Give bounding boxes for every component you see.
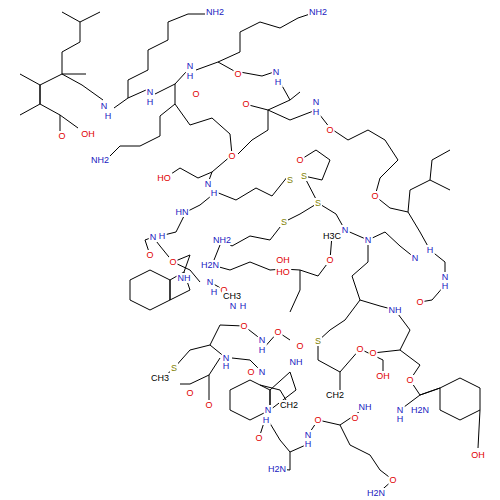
atom-label: O (273, 327, 282, 337)
atom-label: N (100, 101, 109, 111)
atom-label: O (204, 400, 213, 410)
atom-label: S (314, 336, 322, 346)
atom-label: O (368, 348, 377, 358)
atom-label: NH2 (90, 155, 110, 165)
atom-label: N (186, 61, 195, 71)
atom-label: H (396, 414, 405, 424)
atom-label: H (274, 77, 283, 87)
atom-label: N (258, 335, 267, 345)
atom-label: H (312, 107, 321, 117)
atom-label: N (341, 225, 350, 235)
atom-label: O (405, 375, 414, 385)
atom-label: H (158, 231, 167, 241)
atom-label: O (325, 255, 334, 265)
atom-label: NH2 (212, 235, 232, 245)
atom-label: OH (470, 450, 486, 460)
atom-label: N (258, 367, 267, 377)
atom-label: O (295, 155, 304, 165)
atom-label: O (145, 250, 154, 260)
atom-label: O (241, 99, 250, 109)
atom-label: NH (358, 402, 373, 412)
atom-label: S (170, 363, 178, 373)
atom-label: NH (289, 357, 304, 367)
atom-label: CH3 (222, 291, 242, 301)
atom-label: OH (375, 371, 391, 381)
atom-label: H (104, 111, 113, 121)
atom-label: H (222, 361, 231, 371)
atom-label: O (185, 388, 194, 398)
atom-label: O (313, 415, 322, 425)
atom-label: H2N (200, 260, 220, 270)
atom-label: CH3 (150, 373, 170, 383)
atom-label: NH2 (205, 7, 225, 17)
atom-label: H (441, 281, 450, 291)
atom-label: NH2 (308, 7, 328, 17)
atom-label: CH2 (279, 400, 299, 410)
atom-label: N (364, 235, 373, 245)
atom-label: NH (388, 305, 403, 315)
atom-label: O (355, 344, 364, 354)
atom-label: O (168, 257, 177, 267)
atom-label: O (370, 191, 379, 201)
atom-label: N (206, 277, 215, 287)
atom-label: O (325, 125, 334, 135)
atom-label: NH (177, 273, 192, 283)
atom-label: O (246, 367, 255, 377)
atom-label: N (411, 253, 420, 263)
atom-label: H2N (410, 405, 430, 415)
atom-label: O (388, 475, 397, 485)
atom-label: OH (275, 255, 291, 265)
atom-label: HO (275, 267, 291, 277)
atom-label: O (254, 433, 263, 443)
atom-label: H (258, 345, 267, 355)
atom-label: H (426, 245, 435, 255)
atom-label: O (191, 89, 200, 99)
atom-label: H3C (322, 231, 342, 241)
atom-label: S (280, 217, 288, 227)
atom-label: H (239, 301, 248, 311)
atom-label: N (149, 232, 158, 242)
atom-label: O (415, 297, 424, 307)
atom-label: H (210, 188, 219, 198)
atom-label: O (350, 413, 359, 423)
atom-label: CH2 (325, 390, 345, 400)
atom-label: O (295, 341, 304, 351)
atom-label: N (146, 87, 155, 97)
atom-label: O (239, 321, 248, 331)
atom-label: HN (175, 207, 190, 217)
atom-label: O (227, 151, 236, 161)
atom-label: O (233, 69, 242, 79)
atom-label: S (286, 175, 294, 185)
atom-label: H (210, 287, 219, 297)
atom-label: H2N (366, 488, 386, 498)
atom-label: N (312, 97, 321, 107)
atom-label: H (146, 97, 155, 107)
atom-label: S (300, 171, 308, 181)
atom-label: H (186, 71, 195, 81)
atom-label: N (272, 67, 281, 77)
atom-label: HO (156, 173, 172, 183)
atom-label: O (57, 131, 66, 141)
atom-label: N (229, 301, 238, 311)
atom-label: H2N (267, 464, 287, 474)
atom-label: N (264, 405, 273, 415)
atom-label: OH (80, 129, 96, 139)
atom-label: S (314, 198, 322, 208)
atom-label: H (304, 439, 313, 449)
atom-label: H (262, 415, 271, 425)
